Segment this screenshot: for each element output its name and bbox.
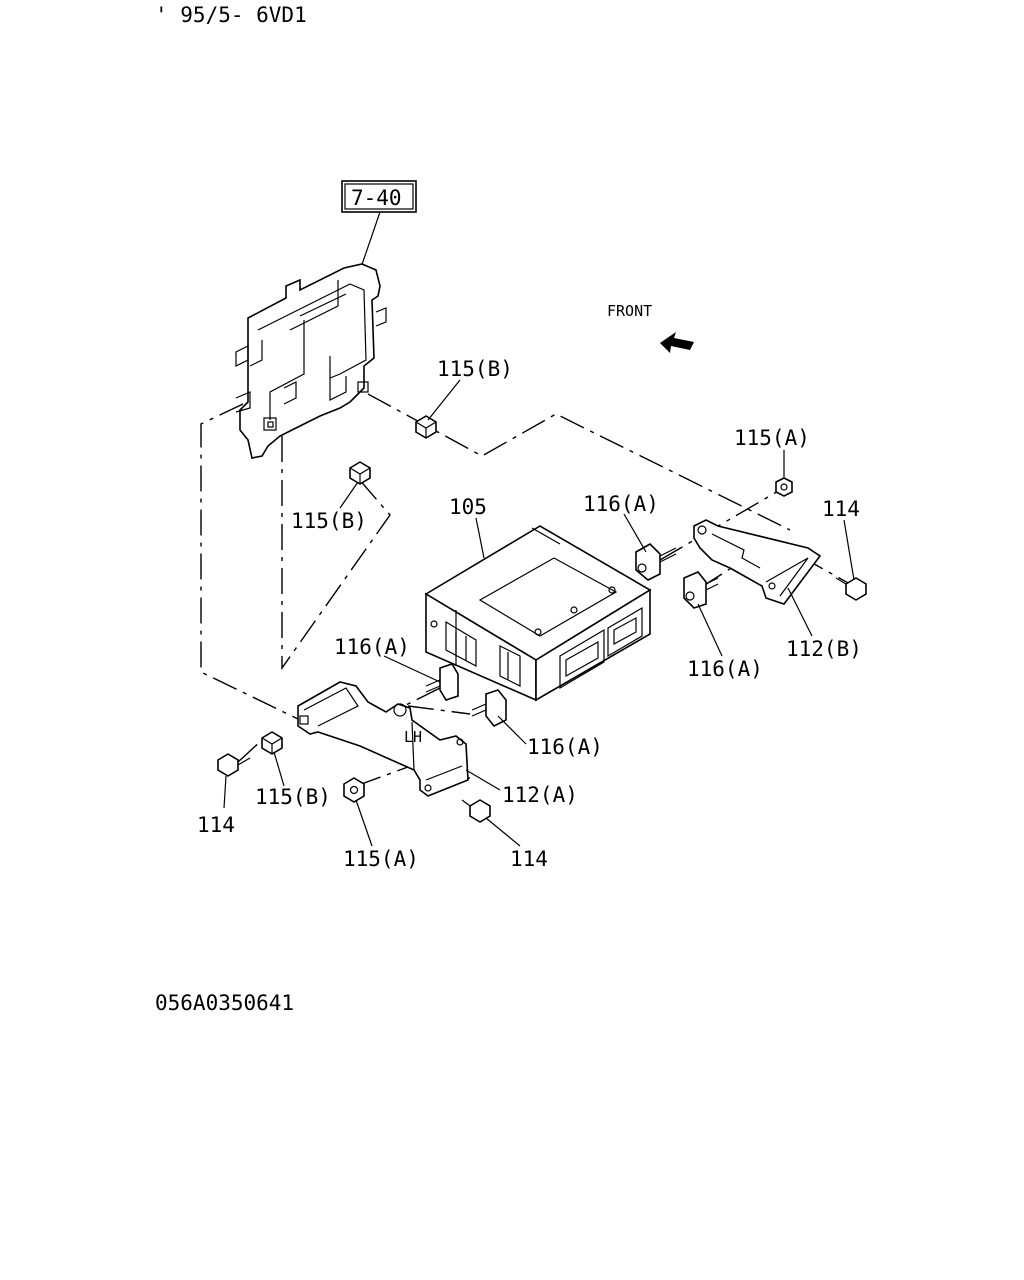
control-unit[interactable]: [424, 525, 652, 702]
callout-115a-bottom: 115(A): [343, 847, 419, 871]
bracket-left[interactable]: LH: [297, 681, 469, 797]
drawing-number: 056A0350641: [155, 991, 294, 1015]
callout-112b: 112(B): [786, 637, 862, 661]
front-label: FRONT: [607, 302, 652, 320]
front-arrow-icon: [660, 332, 694, 353]
bolt-mid[interactable]: [471, 689, 507, 728]
bracket-marking: LH: [404, 728, 422, 746]
nut-right[interactable]: [775, 477, 793, 497]
callout-115b-top: 115(B): [437, 357, 513, 381]
callout-116a-mid: 116(A): [527, 735, 603, 759]
clip-nut-mid[interactable]: [349, 461, 371, 485]
callout-115b-bottom: 115(B): [255, 785, 331, 809]
callout-114-bottom: 114: [510, 847, 548, 871]
callout-114-right: 114: [822, 497, 860, 521]
callout-115a-right: 115(A): [734, 426, 810, 450]
reference-box-label: 7-40: [351, 186, 402, 210]
reference-box[interactable]: 7-40: [341, 180, 417, 213]
bolt-left[interactable]: [425, 663, 459, 701]
screw-right[interactable]: [835, 577, 867, 601]
header-code: ' 95/5- 6VD1: [155, 3, 307, 27]
callout-112a: 112(A): [502, 783, 578, 807]
callout-114-left: 114: [197, 813, 235, 837]
bolt-top-right[interactable]: [635, 543, 677, 581]
bolt-right[interactable]: [683, 571, 719, 609]
screw-bottom[interactable]: [461, 799, 491, 823]
screw-left[interactable]: [217, 753, 251, 777]
bracket-right[interactable]: [693, 519, 822, 605]
callout-116a-top: 116(A): [583, 492, 659, 516]
leader-lines: [223, 379, 855, 847]
mounting-housing: [235, 263, 387, 459]
clip-nut-top[interactable]: [415, 415, 437, 439]
nut-bottom[interactable]: [343, 777, 365, 803]
callout-116a-right: 116(A): [687, 657, 763, 681]
callout-115b-mid: 115(B): [291, 509, 367, 533]
clip-nut-bottom[interactable]: [261, 731, 283, 755]
callout-116a-left: 116(A): [334, 635, 410, 659]
callout-105: 105: [449, 495, 487, 519]
